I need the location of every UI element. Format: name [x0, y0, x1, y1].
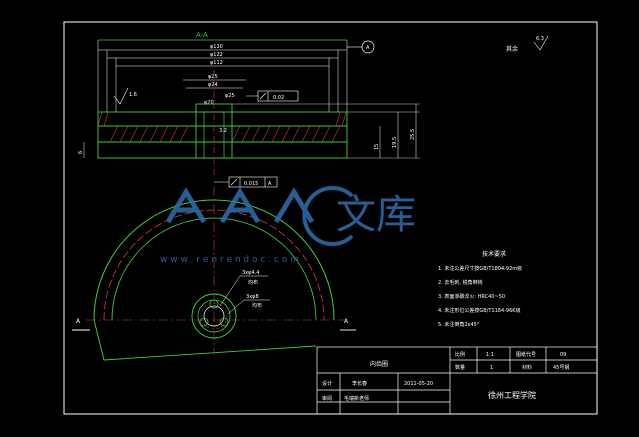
section-view: A-A φ130 φ122 φ112 A φ25 φ24 φ20 φ25 0.0… — [78, 31, 420, 188]
dim-h1: 15 — [374, 144, 380, 150]
dim-d1: φ130 — [210, 44, 223, 50]
watermark-brand: 文库 — [336, 192, 416, 238]
dim-d2: φ122 — [210, 52, 223, 58]
tech-item-3: 3. 表面渗碳淬火: HRC40~50 — [438, 293, 505, 300]
qty-label: 数量 — [455, 364, 465, 371]
dim-d5: φ24 — [208, 82, 218, 88]
roughness-small: 1.6 — [129, 92, 137, 98]
drawing-no-value: 09 — [560, 352, 566, 358]
part-name: 内齿圈 — [370, 360, 388, 368]
title-block — [316, 346, 598, 415]
school-name: 徐州工程学院 — [488, 390, 536, 400]
material-value: 45号钢 — [553, 364, 569, 371]
dim-d7: φ25 — [225, 93, 235, 99]
scale-label: 比例 — [455, 351, 465, 358]
tech-item-5: 5. 未注倒角2x45° — [438, 321, 480, 328]
hole-note-2: 3xφ8 — [246, 294, 259, 300]
hole-note-1-sub: 均布 — [248, 279, 258, 286]
front-view: 3xφ4.4 均布 3xφ8 均布 A A — [72, 186, 356, 361]
material-label: 材料 — [522, 364, 532, 371]
dim-left-small: 6 — [78, 151, 84, 154]
runout-value: 0.015 — [244, 181, 258, 187]
drawing-no-label: 图纸代号 — [516, 351, 536, 358]
tech-item-2: 2. 去毛刺, 锐角倒钝 — [438, 279, 483, 286]
date-value: 2011-05-20 — [404, 381, 433, 387]
dim-d6: φ20 — [204, 100, 214, 106]
hole-note-2-sub: 均布 — [252, 302, 262, 309]
tech-requirements: 技术要求 1. 未注公差尺寸按GB/T1804-92m级 2. 去毛刺, 锐角倒… — [438, 250, 522, 328]
datum-marker: A — [366, 45, 370, 51]
cut-label-left: A — [76, 318, 81, 325]
roughness-rest-label: 其余 — [506, 45, 518, 53]
qty-value: 1 — [490, 365, 493, 371]
dim-mid-small: 3.2 — [219, 128, 227, 134]
runout-datum: A — [268, 181, 272, 187]
dim-h3: 25.5 — [410, 129, 416, 140]
checker-label: 审阅 — [322, 395, 332, 402]
dim-d3: φ112 — [210, 60, 223, 66]
tech-title: 技术要求 — [482, 250, 506, 258]
roughness-corner-value: 6.3 — [536, 36, 544, 42]
dim-h2: 19.5 — [392, 137, 398, 148]
hole-note-1: 3xφ4.4 — [242, 270, 259, 276]
checker-value: 毛瑞新老师 — [344, 395, 369, 402]
flatness-value: 0.02 — [273, 95, 284, 101]
title-block-text: 内齿圈 比例 1:1 图纸代号 09 数量 1 材料 45号钢 设计 李长春 2… — [322, 351, 569, 402]
designer-value: 李长春 — [352, 380, 367, 387]
watermark-url: w w w . r e n r e n d o c . c o m — [160, 255, 299, 265]
dim-d4: φ25 — [208, 74, 218, 80]
section-title: A-A — [196, 31, 208, 39]
tech-item-1: 1. 未注公差尺寸按GB/T1804-92m级 — [438, 265, 522, 272]
designer-label: 设计 — [322, 380, 332, 387]
cut-label-right: A — [344, 318, 349, 325]
scale-value: 1:1 — [486, 352, 494, 358]
watermark: 文库 w w w . r e n r e n d o c . c o m — [160, 186, 416, 265]
roughness-corner: 其余 6.3 — [506, 35, 549, 53]
tech-item-4: 4. 未注形位公差按GB/T1184-96K级 — [438, 307, 521, 314]
